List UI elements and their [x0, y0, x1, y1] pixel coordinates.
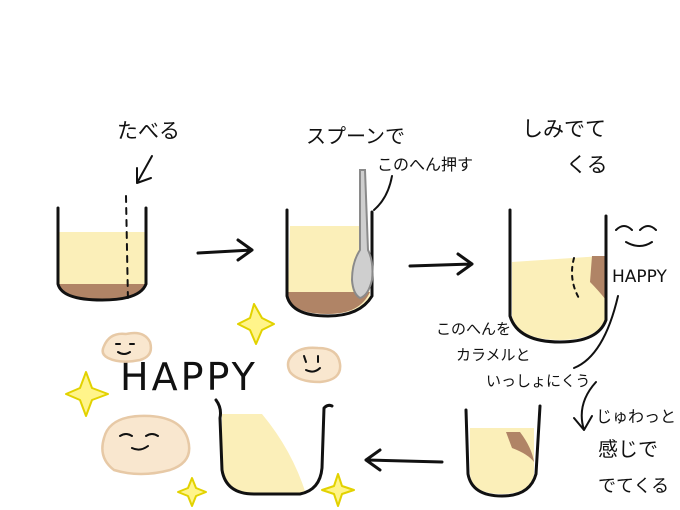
arrow-right-icon — [196, 238, 254, 262]
step1-caption: たべる — [117, 119, 180, 143]
step3-caption-line1: しみでて — [522, 117, 606, 141]
happy-small-label: HAPPY — [612, 267, 668, 287]
sparkle-icon — [321, 473, 355, 507]
caramel-note-line3: いっしょにくう — [486, 372, 590, 390]
sparkle-icon — [237, 303, 275, 345]
step4-caption-line1: じゅわっと — [596, 407, 676, 426]
bun-face-top — [101, 331, 153, 363]
step3-caption-line2: くる — [566, 153, 608, 177]
step4-caption-line2: 感じで — [598, 437, 658, 461]
spoon-icon — [350, 169, 374, 300]
arrow-left-icon — [364, 448, 444, 472]
sparkle-icon — [177, 477, 207, 507]
bun-face-right — [286, 346, 342, 384]
arrow-right-icon — [408, 252, 474, 276]
cup-1 — [56, 195, 148, 303]
cup-4 — [464, 404, 542, 498]
step4-caption-line3: でてくる — [598, 476, 669, 497]
step2-caption-line2: このへん押す — [377, 155, 473, 174]
step2-caption-line1: スプーンで — [306, 124, 405, 148]
bun-face-big — [101, 414, 191, 476]
caramel-note-line1: このへんを — [436, 320, 511, 338]
cup-3 — [508, 208, 608, 344]
step1-arrow-icon — [136, 155, 153, 184]
down-arrow-icon — [573, 381, 597, 431]
caramel-note-line2: カラメルと — [456, 346, 531, 364]
cup-2 — [285, 169, 374, 318]
happy-big-label: HAPPY — [120, 355, 258, 399]
step2-pointer — [373, 175, 393, 211]
cup-5 — [214, 398, 334, 496]
caramel-note-pointer — [573, 295, 619, 369]
sparkle-icon — [65, 371, 109, 417]
happy-face-small — [615, 225, 657, 247]
